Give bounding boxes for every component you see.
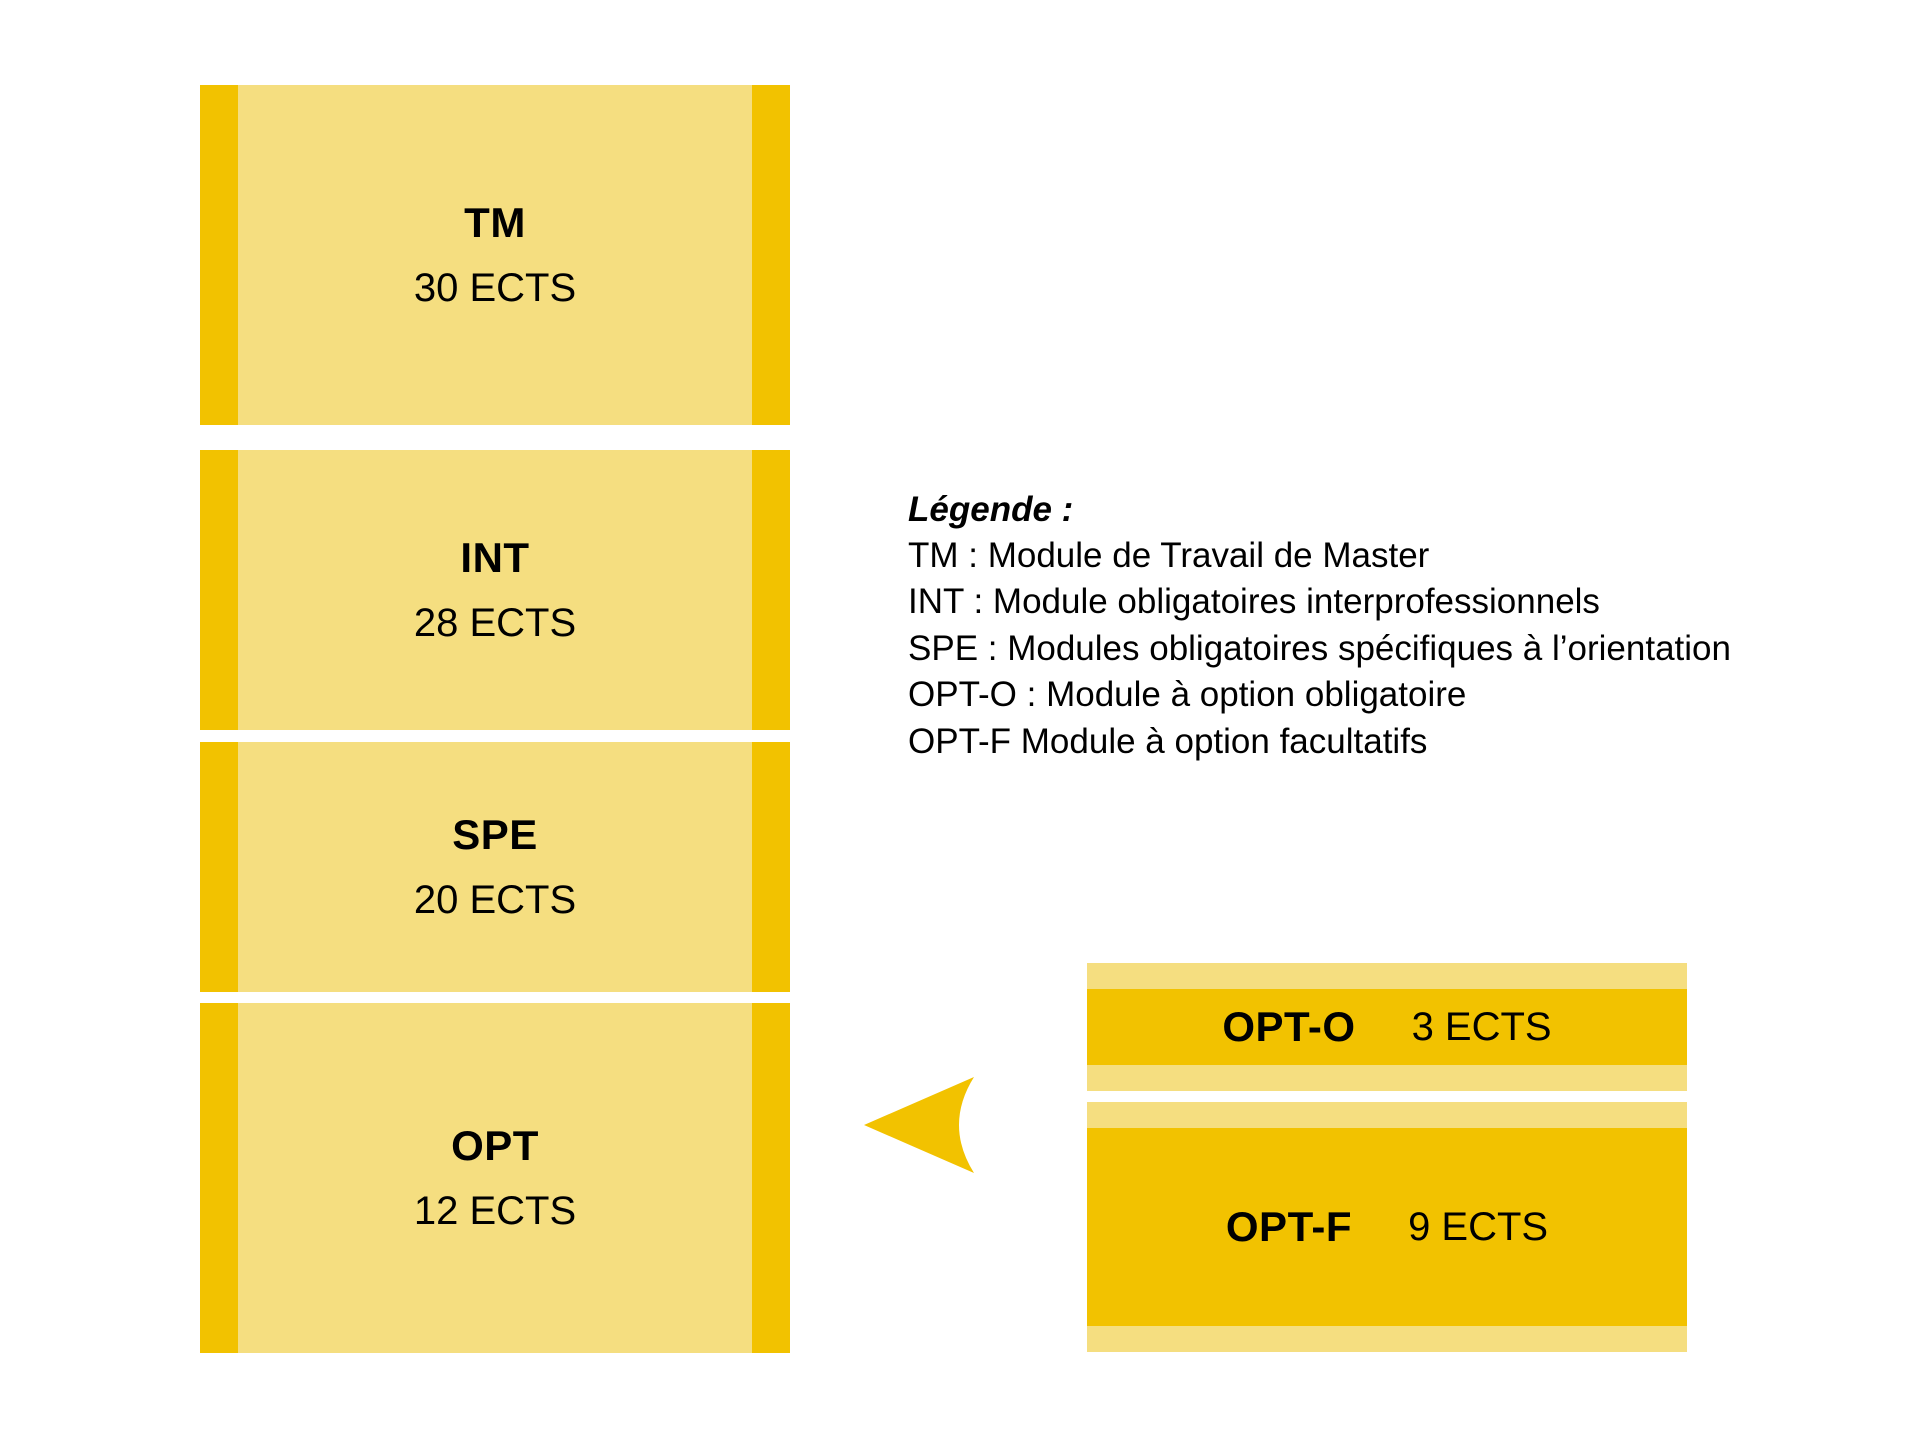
option-box-core: OPT-O 3 ECTS xyxy=(1087,989,1687,1065)
module-box-tm: TM 30 ECTS xyxy=(200,85,790,425)
legend-block: Légende : TM : Module de Travail de Mast… xyxy=(908,487,1908,765)
left-arrow-icon xyxy=(864,1077,974,1173)
module-box-right-stripe xyxy=(752,450,790,730)
module-ects-label: 28 ECTS xyxy=(413,601,577,646)
option-code-label: OPT-F xyxy=(1225,1203,1353,1250)
option-box-top-band xyxy=(1087,1102,1687,1128)
module-box-right-stripe xyxy=(752,1003,790,1353)
module-box-int: INT 28 ECTS xyxy=(200,450,790,730)
option-box-bottom-band xyxy=(1087,1065,1687,1091)
module-box-spe: SPE 20 ECTS xyxy=(200,742,790,992)
option-box-opt-o: OPT-O 3 ECTS xyxy=(1087,963,1687,1091)
module-box-right-stripe xyxy=(752,742,790,992)
option-box-top-band xyxy=(1087,963,1687,989)
option-box-opt-f: OPT-F 9 ECTS xyxy=(1087,1102,1687,1352)
module-box-left-stripe xyxy=(200,85,238,425)
module-box-left-stripe xyxy=(200,1003,238,1353)
module-ects-label: 12 ECTS xyxy=(413,1189,577,1234)
module-box-body: INT 28 ECTS xyxy=(238,450,752,730)
module-ects-label: 20 ECTS xyxy=(413,878,577,923)
module-ects-label: 30 ECTS xyxy=(413,266,577,311)
module-box-body: SPE 20 ECTS xyxy=(238,742,752,992)
module-box-body: OPT 12 ECTS xyxy=(238,1003,752,1353)
module-box-left-stripe xyxy=(200,742,238,992)
legend-line-tm: TM : Module de Travail de Master xyxy=(908,535,1430,575)
module-code-label: OPT xyxy=(451,1121,539,1169)
option-code-label: OPT-O xyxy=(1222,1003,1356,1050)
legend-title: Légende : xyxy=(908,490,1074,529)
module-box-left-stripe xyxy=(200,450,238,730)
module-code-label: SPE xyxy=(452,810,538,858)
option-box-bottom-band xyxy=(1087,1326,1687,1352)
module-code-label: INT xyxy=(460,533,530,581)
legend-line-opt-o: OPT-O : Module à option obligatoire xyxy=(908,675,1467,715)
module-code-label: TM xyxy=(464,198,526,246)
option-ects-label: 3 ECTS xyxy=(1411,1004,1552,1049)
legend-line-spe: SPE : Modules obligatoires spécifiques à… xyxy=(908,628,1731,668)
legend-line-int: INT : Module obligatoires interprofessio… xyxy=(908,582,1600,622)
option-ects-label: 9 ECTS xyxy=(1408,1204,1549,1249)
module-box-body: TM 30 ECTS xyxy=(238,85,752,425)
legend-line-opt-f: OPT-F Module à option facultatifs xyxy=(908,721,1428,761)
module-box-opt: OPT 12 ECTS xyxy=(200,1003,790,1353)
module-box-right-stripe xyxy=(752,85,790,425)
option-box-core: OPT-F 9 ECTS xyxy=(1087,1128,1687,1326)
